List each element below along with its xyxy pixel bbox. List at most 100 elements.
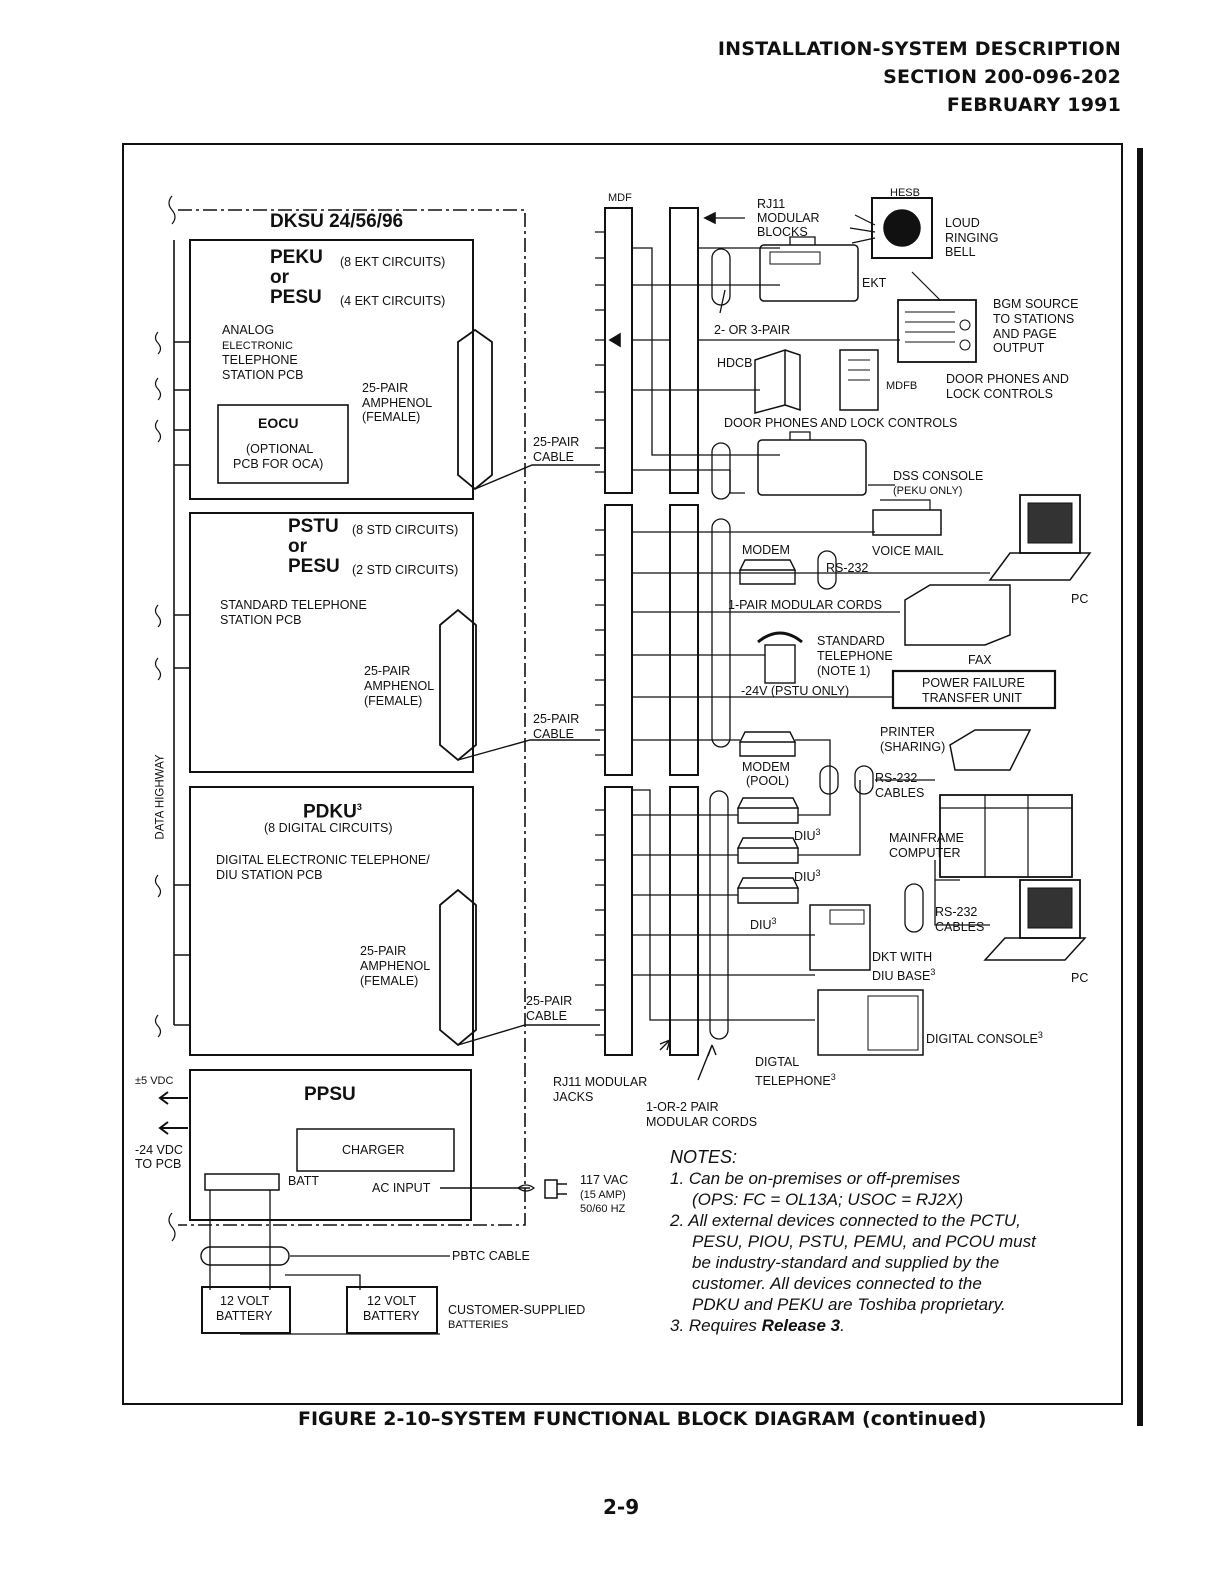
page-edge-bar (1137, 148, 1143, 1426)
pdku-sup: 3 (356, 802, 362, 812)
door-phones-controls: DOOR PHONES AND LOCK CONTROLS (724, 416, 958, 430)
analog-pcb-2: ELECTRONIC (222, 340, 293, 352)
std-tel-3: (NOTE 1) (817, 664, 871, 678)
door-phones-and-1: DOOR PHONES AND (946, 372, 1069, 386)
diu-text-2: DIU (794, 870, 816, 885)
diu-label-1: DIU3 (794, 825, 821, 843)
rs232-cables-2: CABLES (875, 786, 925, 800)
figure-caption: FIGURE 2-10–SYSTEM FUNCTIONAL BLOCK DIAG… (298, 1408, 987, 1430)
digital-tel-1: DIGTAL (755, 1055, 800, 1069)
rj11-jacks-1: RJ11 MODULAR (553, 1075, 648, 1089)
fax-label: FAX (968, 653, 992, 667)
cable-25pair-2a: 25-PAIR (533, 712, 580, 726)
mdf-label: MDF (608, 192, 632, 204)
diu-sup-2: 3 (815, 868, 821, 878)
std-tel-1: STANDARD (817, 634, 885, 648)
amphenol-1a: 25-PAIR (362, 381, 409, 395)
cable-25pair-3a: 25-PAIR (526, 994, 573, 1008)
note-1b: (OPS: FC = OL13A; USOC = RJ2X) (692, 1190, 964, 1209)
loud-bell-2: RINGING (945, 231, 999, 245)
eocu-label: EOCU (258, 415, 299, 431)
ac-spec-1: 117 VAC (580, 1173, 629, 1187)
amphenol-2c: (FEMALE) (364, 694, 423, 708)
or-label-1: or (270, 267, 289, 288)
rj11-blocks-3: BLOCKS (757, 225, 808, 239)
std-pcb-2: STATION PCB (220, 613, 302, 627)
pftu-2: TRANSFER UNIT (922, 691, 1022, 705)
battery-2b: BATTERY (363, 1309, 420, 1323)
mdfb-label: MDFB (886, 380, 918, 392)
digital-pcb-1: DIGITAL ELECTRONIC TELEPHONE/ (216, 853, 430, 867)
diu-text-3: DIU (750, 918, 772, 933)
rj11-blocks-1: RJ11 (757, 197, 786, 211)
pc-label-2: PC (1071, 971, 1089, 985)
note-3a: 3. Requires (670, 1316, 762, 1335)
header-line-2: SECTION 200-096-202 (883, 66, 1121, 88)
amphenol-3a: 25-PAIR (360, 944, 407, 958)
bgm-1: BGM SOURCE (993, 297, 1079, 311)
pstu-circuits: (8 STD CIRCUITS) (352, 523, 459, 537)
rs232-cables-4: CABLES (935, 920, 985, 934)
dkt-diu-2-text: DIU BASE (872, 969, 931, 984)
peku-label: PEKU (270, 247, 323, 268)
analog-pcb-3: TELEPHONE (222, 353, 298, 367)
digital-console-text: DIGITAL CONSOLE (926, 1032, 1038, 1047)
pc-label-1: PC (1071, 592, 1089, 606)
bgm-4: OUTPUT (993, 341, 1045, 355)
amphenol-2a: 25-PAIR (364, 664, 411, 678)
note-2e: PDKU and PEKU are Toshiba proprietary. (692, 1295, 1006, 1314)
mainframe-2: COMPUTER (889, 846, 961, 860)
note-1a: 1. Can be on-premises or off-premises (670, 1169, 961, 1188)
amphenol-3c: (FEMALE) (360, 974, 419, 988)
diu-text-1: DIU (794, 829, 816, 844)
eocu-note-1: (OPTIONAL (246, 442, 314, 456)
cable-25pair-1a: 25-PAIR (533, 435, 580, 449)
rj11-jacks-2: JACKS (553, 1090, 594, 1104)
hesb-label: HESB (890, 187, 920, 199)
ekt-label: EKT (862, 276, 887, 290)
diagram-frame (122, 143, 1123, 1405)
customer-batt-1: CUSTOMER-SUPPLIED (448, 1303, 586, 1317)
std-tel-2: TELEPHONE (817, 649, 893, 663)
dss-1: DSS CONSOLE (893, 469, 984, 483)
pesu2-circuits: (2 STD CIRCUITS) (352, 563, 459, 577)
one-pair-cords: 1-PAIR MODULAR CORDS (728, 598, 882, 612)
pdku-text: PDKU (303, 801, 357, 823)
note-2c: be industry-standard and supplied by the (692, 1253, 1000, 1272)
pftu-1: POWER FAILURE (922, 676, 1025, 690)
std-pcb-1: STANDARD TELEPHONE (220, 598, 367, 612)
dksu-label: DKSU 24/56/96 (270, 211, 404, 232)
or-label-2: or (288, 536, 307, 557)
header-line-1: INSTALLATION-SYSTEM DESCRIPTION (717, 38, 1121, 60)
note-3: 3. Requires Release 3. (670, 1315, 845, 1336)
digital-tel-2-text: TELEPHONE (755, 1074, 831, 1089)
rj11-blocks-2: MODULAR (757, 211, 820, 225)
modem-label-1: MODEM (742, 543, 790, 557)
amphenol-1b: AMPHENOL (362, 396, 433, 410)
battery-1b: BATTERY (216, 1309, 273, 1323)
dss-2: (PEKU ONLY) (893, 485, 963, 497)
notes-title: NOTES: (670, 1147, 738, 1167)
cords-12pair-1: 1-OR-2 PAIR (646, 1100, 719, 1114)
note-2a: 2. All external devices connected to the… (670, 1211, 1021, 1230)
cords-12pair-2: MODULAR CORDS (646, 1115, 758, 1129)
customer-batt-2: BATTERIES (448, 1319, 509, 1331)
modem-pool-2: (POOL) (746, 774, 790, 788)
header-line-3: FEBRUARY 1991 (946, 94, 1121, 116)
note-2d: customer. All devices connected to the (692, 1274, 982, 1293)
ac-spec-2: (15 AMP) (580, 1189, 626, 1201)
printer-2: (SHARING) (880, 740, 946, 754)
minus24-pstu: -24V (PSTU ONLY) (741, 684, 850, 698)
minus-24vdc-1: -24 VDC (135, 1143, 183, 1157)
minus-24vdc-2: TO PCB (135, 1157, 182, 1171)
digital-tel-sup: 3 (830, 1072, 836, 1082)
peku-circuits: (8 EKT CIRCUITS) (340, 255, 446, 269)
rs232-label-1: RS-232 (826, 561, 869, 575)
cable-25pair-2b: CABLE (533, 727, 574, 741)
eocu-note-2: PCB FOR OCA) (233, 457, 324, 471)
digital-console-sup: 3 (1037, 1030, 1043, 1040)
amphenol-3b: AMPHENOL (360, 959, 431, 973)
loud-bell-1: LOUD (945, 216, 980, 230)
door-phones-and-2: LOCK CONTROLS (946, 387, 1053, 401)
